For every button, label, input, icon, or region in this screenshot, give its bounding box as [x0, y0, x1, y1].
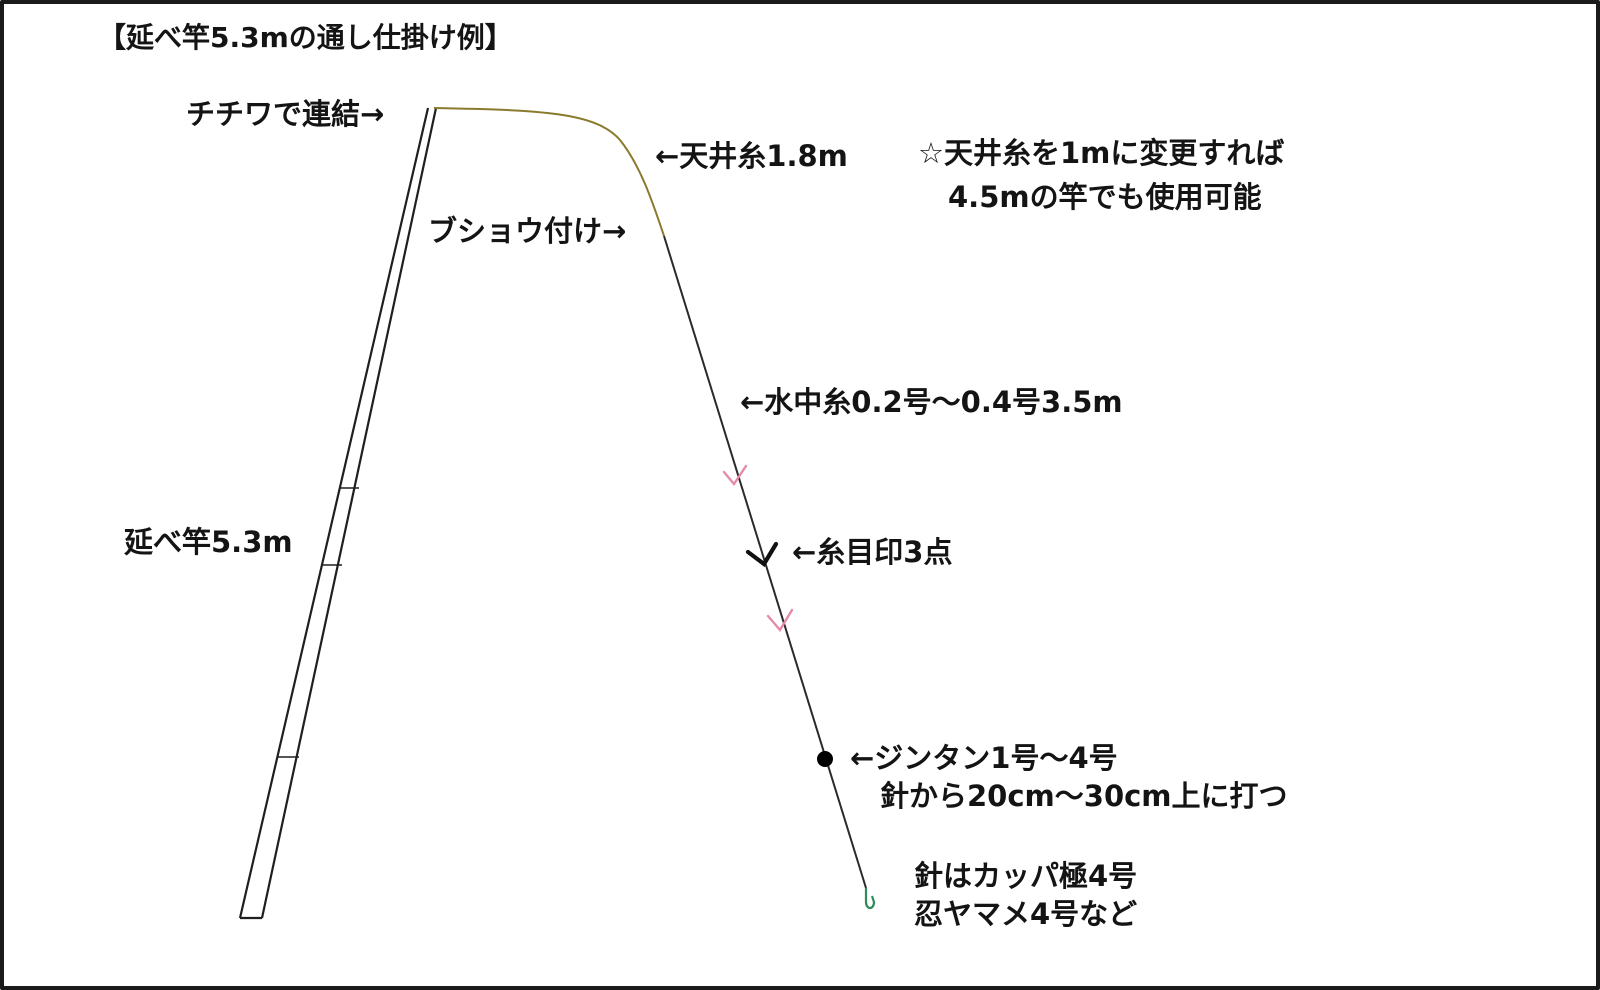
jintan-line-2: 針から20cm～30cm上に打つ — [880, 778, 1288, 813]
marker-pink-lower — [766, 608, 794, 633]
hook-line-1: 針はカッパ極4号 — [914, 859, 1138, 893]
tenjo-ito-line — [433, 107, 665, 237]
hook-icon — [864, 888, 876, 910]
note-line-1: ☆天井糸を1mに変更すれば — [918, 136, 1285, 170]
marker-dark-middle — [745, 541, 779, 568]
label-bushou: ブショウ付け→ — [428, 214, 627, 248]
label-ito-mejirushi: ←糸目印3点 — [792, 535, 953, 569]
jintan-sinker — [817, 751, 833, 767]
hook-line-2: 忍ヤマメ4号など — [914, 896, 1138, 931]
marker-pink-upper — [722, 464, 748, 487]
label-rod: 延べ竿5.3m — [124, 525, 293, 559]
rod-edge-right — [260, 107, 438, 919]
rod — [238, 107, 438, 920]
jintan-line-1: ←ジンタン1号～4号 — [850, 741, 1118, 775]
rod-edge-left — [238, 107, 430, 919]
label-tenjo-ito: ←天井糸1.8m — [655, 139, 848, 173]
note-text: ☆天井糸を1mに変更すれば 4.5mの竿でも使用可能 — [918, 132, 1284, 219]
label-jintan: ←ジンタン1号～4号 針から20cm～30cm上に打つ — [850, 740, 1288, 815]
label-hook: 針はカッパ極4号 忍ヤマメ4号など — [914, 858, 1137, 933]
note-line-2: 4.5mの竿でも使用可能 — [948, 179, 1262, 214]
label-chichiwa: チチワで連結→ — [186, 97, 385, 131]
label-suichu-ito: ←水中糸0.2号～0.4号3.5m — [740, 385, 1123, 419]
diagram-title: 【延べ竿5.3mの通し仕掛け例】 — [98, 21, 513, 54]
